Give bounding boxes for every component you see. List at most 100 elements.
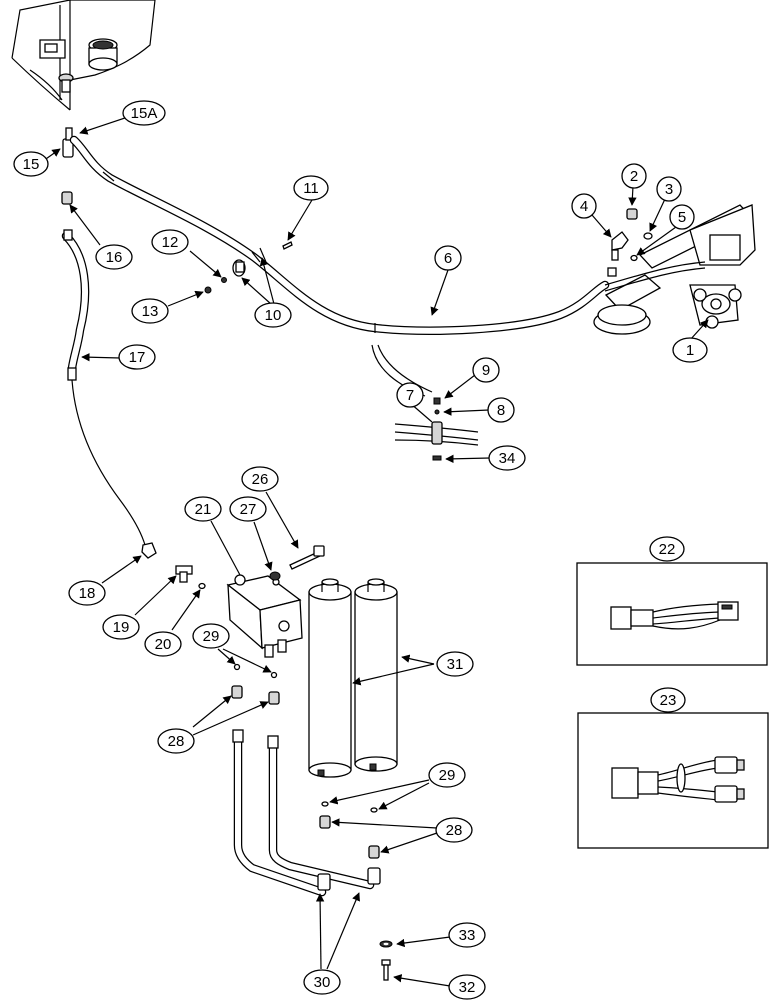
callout-28-b: 28 — [435, 817, 473, 843]
svg-text:7: 7 — [406, 387, 414, 404]
tubes-30 — [232, 729, 381, 897]
svg-text:2: 2 — [630, 168, 638, 185]
callout-30: 30 — [303, 969, 341, 995]
callout-22: 22 — [649, 536, 685, 562]
svg-text:1: 1 — [686, 342, 694, 359]
svg-text:15A: 15A — [131, 105, 158, 122]
leader-lines — [42, 116, 709, 987]
callout-13: 13 — [131, 298, 169, 324]
washer-12 — [221, 277, 227, 283]
svg-text:23: 23 — [660, 692, 677, 709]
svg-text:28: 28 — [446, 822, 463, 839]
fitting-28-a — [231, 685, 280, 705]
svg-text:33: 33 — [459, 927, 476, 944]
fitting-16 — [61, 191, 73, 205]
svg-text:27: 27 — [240, 501, 257, 518]
tank-assembly — [11, 0, 156, 111]
filter-31-right — [354, 578, 398, 772]
callout-16: 16 — [95, 244, 133, 270]
nut-13 — [204, 286, 212, 294]
svg-text:15: 15 — [23, 156, 40, 173]
callout-28-a: 28 — [157, 728, 195, 754]
callout-29-a: 29 — [192, 623, 230, 649]
cap-2 — [626, 208, 638, 220]
svg-text:20: 20 — [155, 636, 172, 653]
svg-text:9: 9 — [482, 362, 490, 379]
svg-text:10: 10 — [265, 307, 282, 324]
oring-20 — [198, 582, 206, 590]
svg-text:29: 29 — [203, 628, 220, 645]
oring-3 — [643, 232, 653, 240]
callout-11: 11 — [293, 175, 329, 201]
callout-34: 34 — [488, 445, 526, 471]
svg-text:19: 19 — [113, 619, 130, 636]
svg-text:29: 29 — [439, 767, 456, 784]
callout-17: 17 — [118, 344, 156, 370]
svg-text:5: 5 — [678, 209, 686, 226]
svg-text:34: 34 — [499, 450, 516, 467]
callout-6: 6 — [434, 245, 462, 271]
callout-9: 9 — [472, 357, 500, 383]
filter-31-left — [308, 578, 352, 778]
svg-text:30: 30 — [314, 974, 331, 991]
callout-19: 19 — [102, 614, 140, 640]
callout-8: 8 — [487, 397, 515, 423]
svg-text:3: 3 — [665, 181, 673, 198]
callout-23: 23 — [650, 687, 686, 713]
valve-block-21 — [226, 574, 303, 658]
svg-text:22: 22 — [659, 541, 676, 558]
svg-text:17: 17 — [129, 349, 146, 366]
svg-text:32: 32 — [459, 979, 476, 996]
callout-7: 7 — [396, 382, 424, 408]
callout-31: 31 — [436, 651, 474, 677]
callout-4: 4 — [571, 193, 597, 219]
callout-27: 27 — [229, 496, 267, 522]
bolt-32 — [381, 959, 391, 981]
fitting-28-b — [319, 815, 380, 859]
svg-text:28: 28 — [168, 733, 185, 750]
svg-text:16: 16 — [106, 249, 123, 266]
svg-text:13: 13 — [142, 303, 159, 320]
callout-5: 5 — [669, 204, 695, 230]
strap-assembly — [371, 344, 479, 461]
inset-23 — [577, 712, 769, 849]
callout-3: 3 — [656, 176, 682, 202]
callout-12: 12 — [151, 229, 189, 255]
callout-15: 15 — [13, 151, 49, 177]
svg-text:18: 18 — [79, 585, 96, 602]
callout-18: 18 — [68, 580, 106, 606]
bolt-26 — [289, 545, 325, 570]
washer-27 — [269, 571, 281, 581]
fitting-15 — [62, 127, 74, 158]
fitting-6-end — [607, 267, 617, 277]
svg-text:12: 12 — [162, 234, 179, 251]
svg-text:31: 31 — [447, 656, 464, 673]
elbow-4 — [611, 231, 629, 261]
hose-6 — [69, 135, 610, 335]
svg-text:6: 6 — [444, 250, 452, 267]
callout-15a: 15A — [122, 100, 166, 126]
callout-21: 21 — [184, 496, 222, 522]
elbow-18 — [141, 542, 157, 559]
oring-29-a — [233, 663, 278, 679]
oring-29-b — [321, 801, 378, 813]
callout-26: 26 — [241, 466, 279, 492]
callout-32: 32 — [448, 974, 486, 1000]
callout-10: 10 — [254, 302, 292, 328]
callout-20: 20 — [144, 631, 182, 657]
tee-19 — [175, 565, 193, 583]
callout-1: 1 — [672, 337, 708, 363]
svg-text:26: 26 — [252, 471, 269, 488]
bolt-11 — [282, 241, 293, 250]
oring-5 — [630, 254, 638, 262]
inset-22 — [576, 562, 768, 666]
callout-2: 2 — [621, 163, 647, 189]
svg-text:21: 21 — [195, 501, 212, 518]
clip-10 — [232, 259, 246, 277]
callout-33: 33 — [448, 922, 486, 948]
svg-text:11: 11 — [303, 180, 319, 197]
callout-29-b: 29 — [428, 762, 466, 788]
washer-33 — [379, 940, 393, 948]
svg-text:4: 4 — [580, 198, 588, 215]
